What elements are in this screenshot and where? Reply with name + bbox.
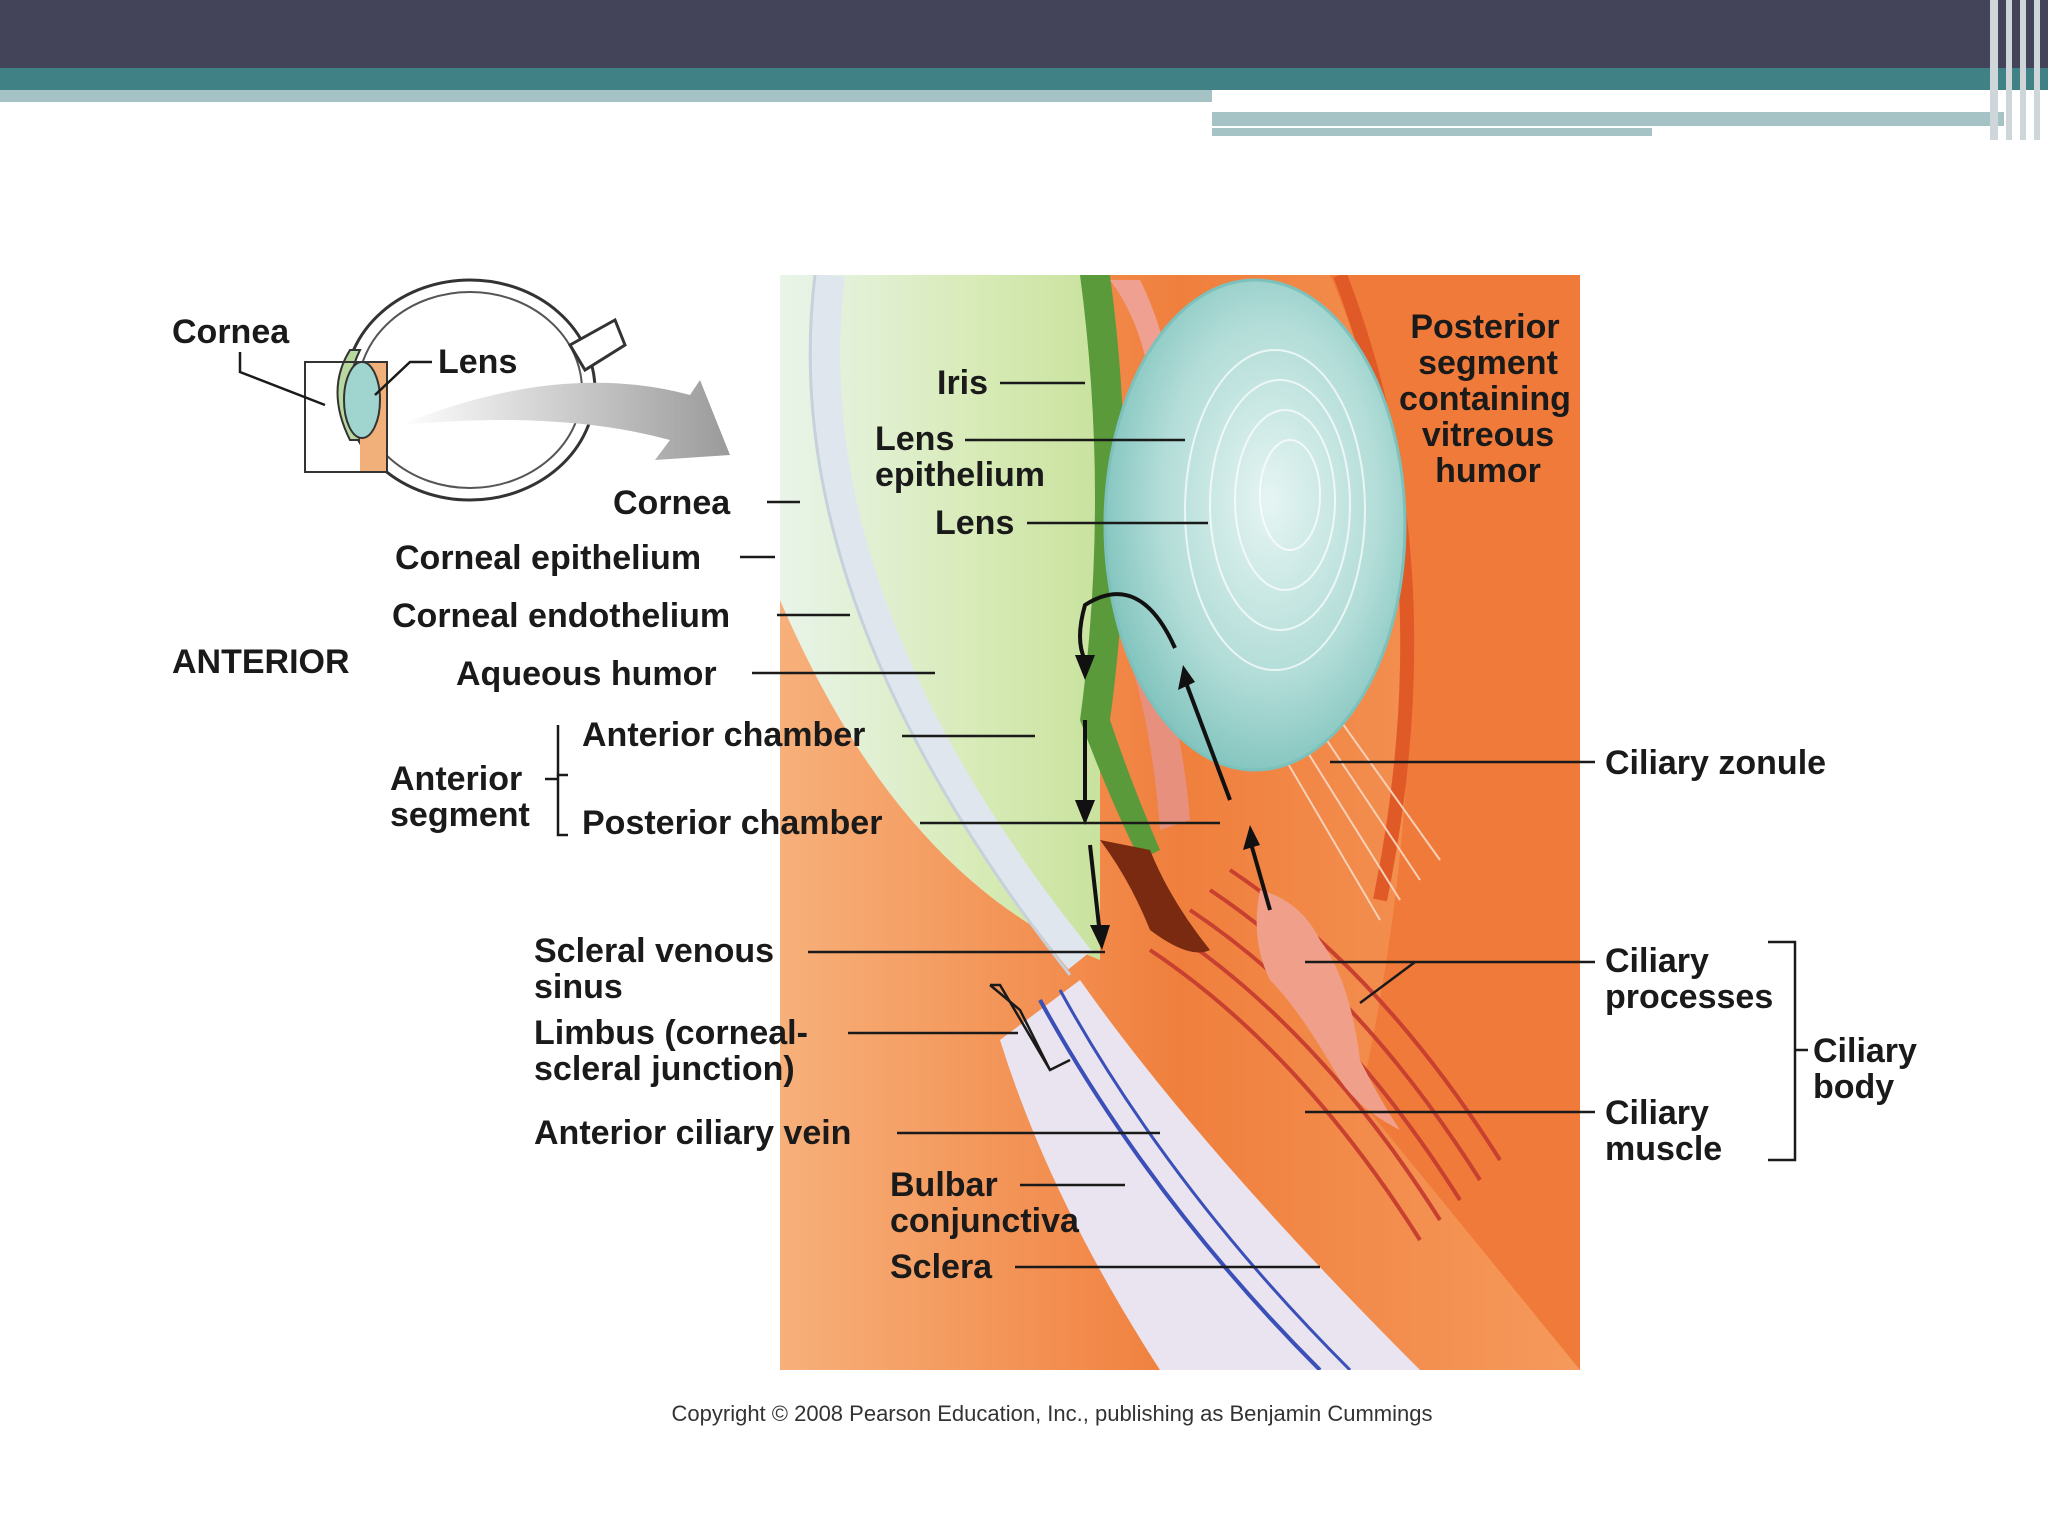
- label-corneal-endothelium: Corneal endothelium: [392, 597, 730, 635]
- flow-arrow-up: [1183, 679, 1232, 801]
- label-posterior-segment: Posterior segment containing vitreous hu…: [1399, 308, 1571, 490]
- label-limbus-1: Limbus (corneal-: [534, 1014, 808, 1052]
- label-sclera: Sclera: [890, 1248, 993, 1286]
- label-iris: Iris: [937, 364, 988, 402]
- zoom-arrow: [400, 380, 730, 460]
- label-cornea: Cornea: [613, 484, 731, 522]
- flow-arrow-top: [1078, 592, 1177, 661]
- flow-arrow-head: [1090, 925, 1110, 950]
- flow-arrow-head: [1075, 800, 1095, 825]
- angle-region: [1100, 840, 1210, 953]
- label-posterior-segment-4: vitreous: [1422, 416, 1554, 454]
- leader-lines: [545, 381, 1808, 1269]
- label-posterior-segment-5: humor: [1435, 452, 1541, 490]
- label-lens: Lens: [935, 504, 1014, 542]
- leader-inset-lens: [374, 360, 432, 396]
- inset-optic-nerve: [567, 317, 627, 373]
- choroid-band: [1333, 275, 1415, 902]
- main-section: [780, 275, 1580, 1370]
- aqueous-humor-region: [780, 275, 1100, 960]
- label-anterior-chamber: Anterior chamber: [582, 716, 865, 754]
- label-ciliary-body-2: body: [1813, 1068, 1894, 1106]
- label-anterior-ciliary-vein: Anterior ciliary vein: [534, 1114, 851, 1152]
- label-bulbar-conjunctiva-1: Bulbar: [890, 1166, 998, 1204]
- flow-arrow-head: [1243, 825, 1260, 850]
- label-ciliary-processes-2: processes: [1605, 978, 1773, 1016]
- label-posterior-segment-2: segment: [1418, 344, 1558, 382]
- header-edge-stripe: [1990, 0, 1998, 140]
- header-edge-stripe: [2020, 0, 2026, 140]
- label-scleral-venous-sinus-1: Scleral venous: [534, 932, 774, 970]
- label-scleral-venous-sinus-2: sinus: [534, 968, 623, 1006]
- lens-shape: [1103, 278, 1407, 772]
- label-lens-epithelium-2: epithelium: [875, 456, 1045, 494]
- header-bar-dark: [0, 0, 2048, 68]
- header-edge-stripe: [2006, 0, 2012, 140]
- inset-lens-shape: [343, 361, 381, 439]
- flow-arrow-up-2: [1248, 839, 1272, 911]
- cornea-shape: [810, 275, 1092, 970]
- corneal-epithelium-line: [808, 275, 1072, 976]
- posterior-segment-region: [1330, 275, 1580, 1370]
- label-inset-lens: Lens: [438, 343, 517, 381]
- header-bar-light-right: [1212, 112, 2004, 126]
- label-ciliary-muscle-1: Ciliary: [1605, 1094, 1709, 1132]
- label-ciliary-zonule: Ciliary zonule: [1605, 744, 1826, 782]
- label-lens-epithelium-1: Lens: [875, 420, 954, 458]
- inset-eye: [238, 278, 730, 502]
- sclera-fibers: [1000, 980, 1420, 1370]
- ciliary-processes-shape: [1256, 890, 1400, 1130]
- flow-arrow-head: [1178, 665, 1195, 690]
- ciliary-zonule-fibers: [1279, 719, 1441, 921]
- header-bar-light-thin: [1212, 128, 1652, 136]
- label-ciliary-muscle-2: muscle: [1605, 1130, 1722, 1168]
- label-posterior-chamber: Posterior chamber: [582, 804, 882, 842]
- inset-zoom-box: [304, 361, 388, 473]
- label-ciliary-processes-1: Ciliary: [1605, 942, 1709, 980]
- label-limbus-2: scleral junction): [534, 1050, 795, 1088]
- label-aqueous-humor: Aqueous humor: [456, 655, 717, 693]
- header-bar-teal: [0, 68, 2048, 90]
- leader-inset-cornea: [238, 352, 326, 407]
- conjunctiva-vessel: [1058, 989, 1352, 1370]
- label-anterior-segment-1: Anterior: [390, 760, 522, 798]
- label-posterior-segment-1: Posterior: [1410, 308, 1559, 346]
- label-corneal-epithelium: Corneal epithelium: [395, 539, 701, 577]
- label-anterior-segment-2: segment: [390, 796, 530, 834]
- anterior-ciliary-vein-shape: [1038, 999, 1322, 1370]
- label-anterior: ANTERIOR: [172, 643, 350, 681]
- label-bulbar-conjunctiva-2: conjunctiva: [890, 1202, 1080, 1240]
- label-inset-cornea: Cornea: [172, 313, 290, 351]
- label-ciliary-body-1: Ciliary: [1813, 1032, 1917, 1070]
- flow-arrow-head: [1075, 655, 1095, 680]
- header-edge-stripe: [2034, 0, 2040, 140]
- lens-rings: [1184, 349, 1366, 671]
- copyright-text: Copyright © 2008 Pearson Education, Inc.…: [672, 1401, 1433, 1426]
- label-posterior-segment-3: containing: [1399, 380, 1571, 418]
- header-bar-light: [0, 90, 1212, 102]
- flow-arrow-down-2: [1088, 844, 1102, 936]
